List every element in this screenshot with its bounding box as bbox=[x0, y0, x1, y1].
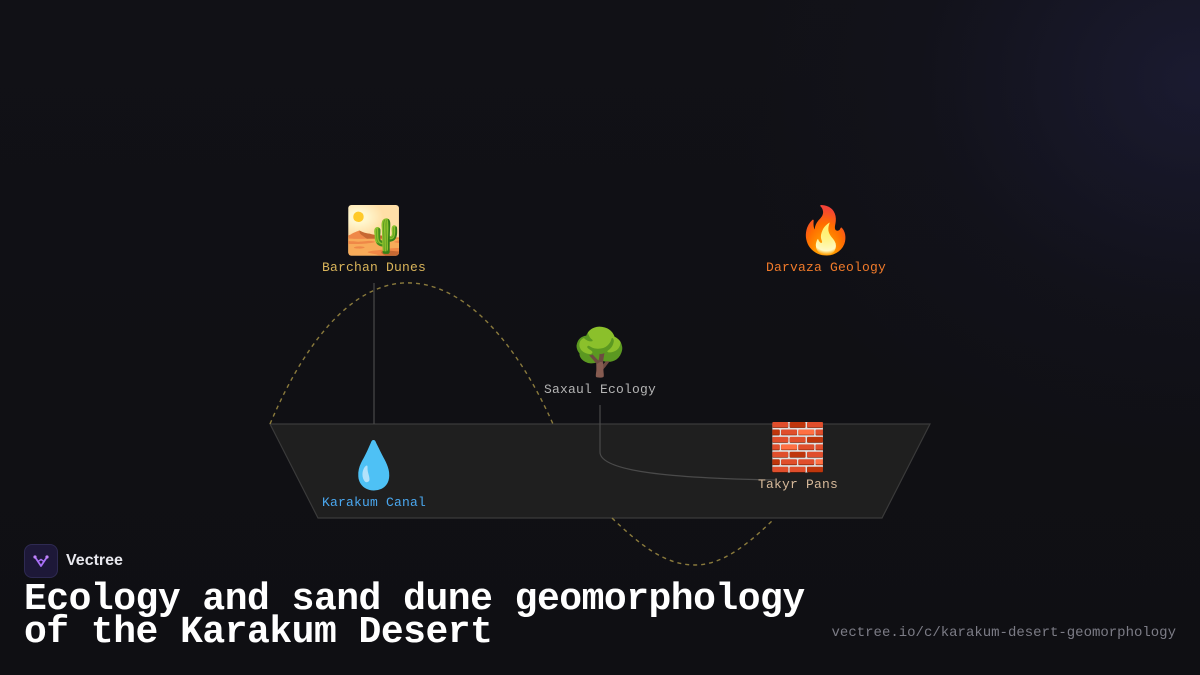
vectree-logo-icon bbox=[24, 544, 58, 578]
node-darvaza-geology[interactable]: 🔥 Darvaza Geology bbox=[766, 202, 886, 276]
page-title: Ecology and sand dune geomorphology of t… bbox=[24, 581, 824, 652]
node-karakum-canal[interactable]: 💧 Karakum Canal bbox=[322, 437, 426, 511]
dashed-flow-path-lower bbox=[611, 517, 774, 566]
node-label: Karakum Canal bbox=[321, 495, 427, 510]
desert-icon: 🏜️ bbox=[345, 203, 403, 257]
fire-icon: 🔥 bbox=[797, 203, 855, 257]
node-takyr-pans[interactable]: 🧱 Takyr Pans bbox=[758, 419, 838, 493]
brick-icon: 🧱 bbox=[769, 420, 827, 474]
title-line-1: Ecology and sand dune geomorphology bbox=[24, 578, 805, 621]
water-drop-icon: 💧 bbox=[345, 438, 403, 492]
brand-name: Vectree bbox=[66, 552, 123, 569]
node-saxaul-ecology[interactable]: 🌳 Saxaul Ecology bbox=[544, 324, 656, 398]
node-label: Darvaza Geology bbox=[765, 260, 887, 275]
node-label: Saxaul Ecology bbox=[543, 382, 657, 397]
tree-icon: 🌳 bbox=[571, 325, 629, 379]
ground-plane bbox=[269, 423, 931, 519]
node-label: Takyr Pans bbox=[757, 477, 839, 492]
title-line-2: of the Karakum Desert bbox=[24, 611, 493, 654]
source-url[interactable]: vectree.io/c/karakum-desert-geomorpholog… bbox=[831, 625, 1176, 641]
brand[interactable]: Vectree bbox=[24, 544, 123, 578]
connector-saxaul-takyr bbox=[599, 405, 776, 481]
node-barchan-dunes[interactable]: 🏜️ Barchan Dunes bbox=[322, 202, 426, 276]
dashed-flow-path bbox=[269, 282, 554, 425]
node-label: Barchan Dunes bbox=[321, 260, 427, 275]
